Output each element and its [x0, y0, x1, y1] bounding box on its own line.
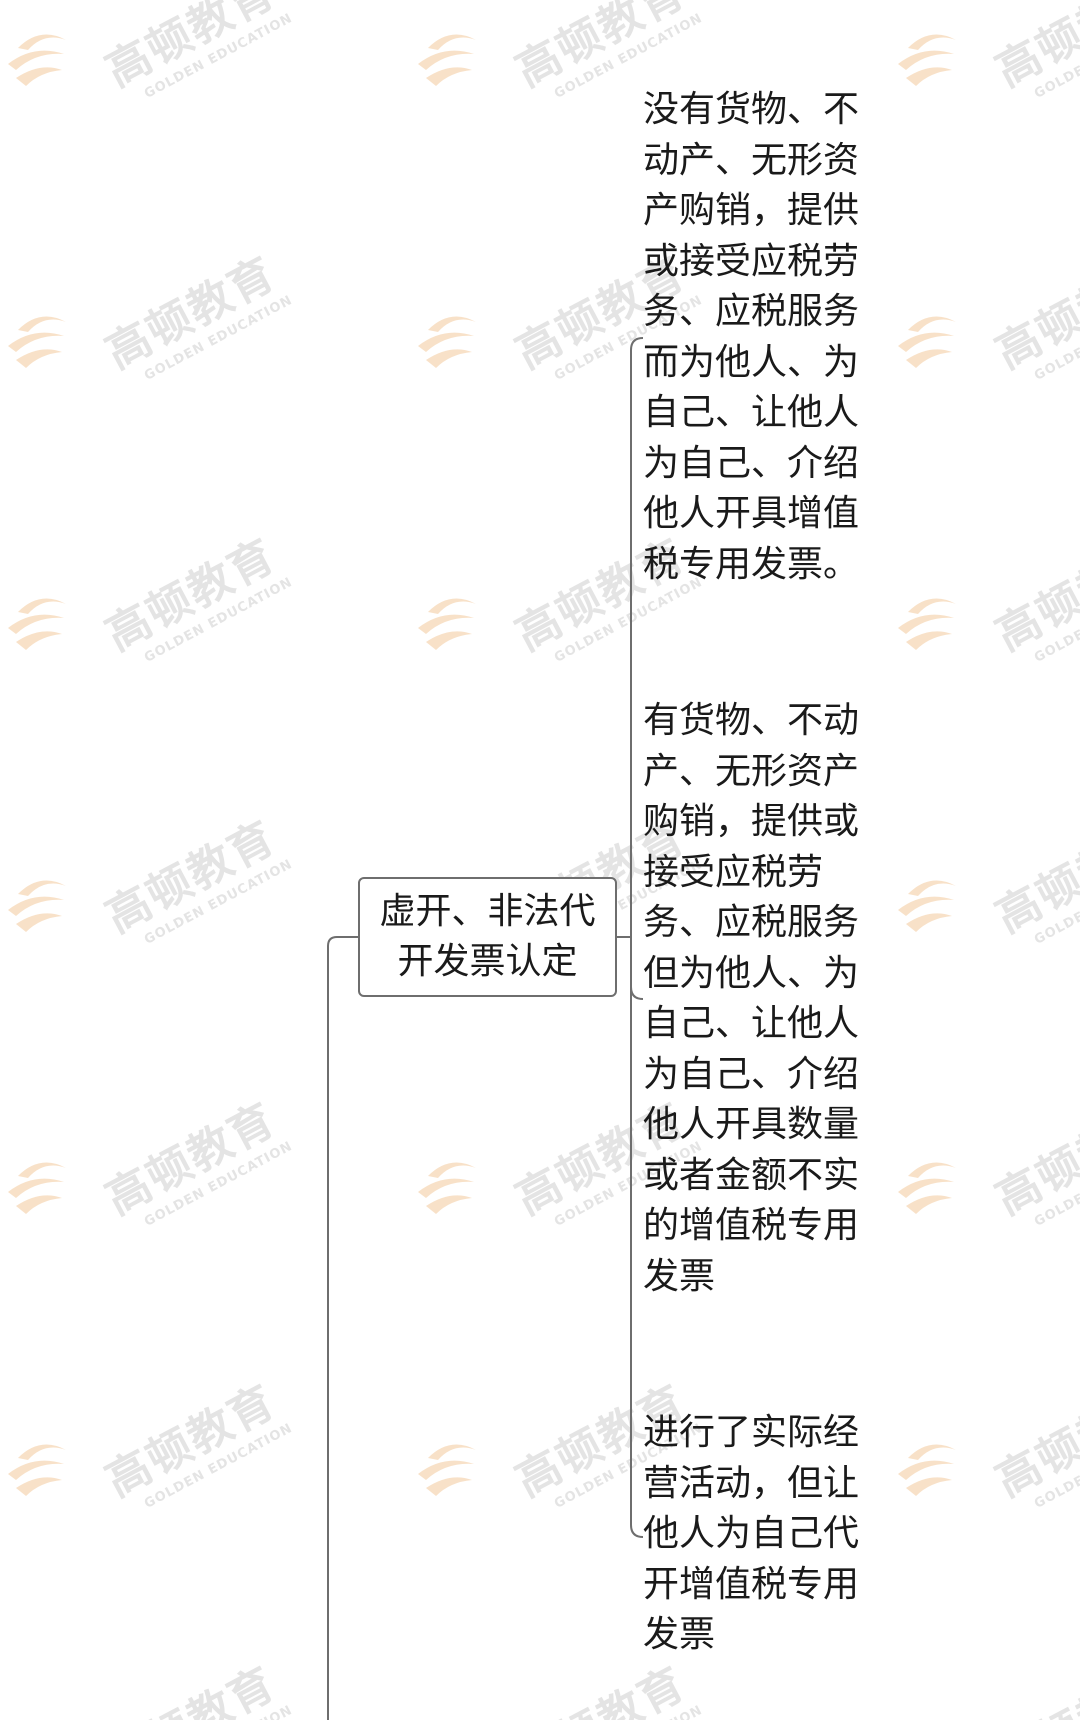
branch-node-proxy-issuance: 进行了实际经营活动，但让他人为自己代开增值税专用发票: [643, 1412, 860, 1655]
topic-label: 虚开、非法代开发票认定: [379, 891, 596, 982]
topic-node: 虚开、非法代开发票认定: [358, 877, 617, 997]
branch-connector-middle: [630, 986, 644, 1000]
parent-connector-line: [327, 936, 358, 1720]
branch-bracket-line: [630, 337, 644, 1538]
branch-node-fictitious-transactions: 没有货物、不动产、无形资产购销，提供或接受应税劳务、应税服务而为他人、为自己、让…: [643, 89, 860, 585]
branch-node-inaccurate-amounts: 有货物、不动产、无形资产购销，提供或接受应税劳务、应税服务但为他人、为自己、让他…: [643, 700, 860, 1297]
